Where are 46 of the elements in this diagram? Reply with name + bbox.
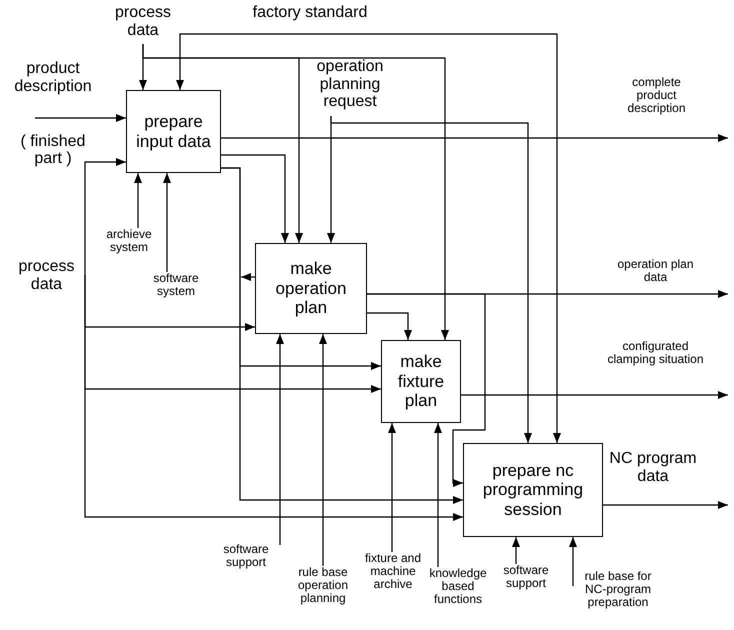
process-box [463,443,603,537]
arrow [134,173,142,228]
activity-label: prepare input data [135,112,212,152]
activity-label: make operation plan [274,259,348,318]
arrow [367,312,412,340]
flow-label: product description [13,60,93,96]
arrow [241,273,255,281]
flow-label: software support [495,564,557,594]
flow-label: process data [104,4,182,44]
arrow [434,423,442,567]
flow-label: NC program data [600,450,728,505]
arrow [221,154,289,243]
arrow [221,167,463,504]
arrow [569,537,577,586]
process-box [255,243,367,334]
flow-label: operation plan data [605,258,728,294]
arrow [84,158,126,275]
flow-label: software system [138,272,214,302]
arrow [319,334,327,566]
flow-label: operation planning request [300,58,400,116]
activity-label: prepare nc programming session [482,460,584,520]
arrow [367,293,486,487]
arrow [163,173,171,272]
flow-label: ( finished part ) [20,132,86,168]
activity-label: make fixture plan [396,352,446,411]
flow-label: factory standard [235,4,385,34]
flow-label: rule base for NC-program preparation [578,570,658,628]
flow-label: configurated clamping situation [605,340,728,395]
arrow [35,114,126,122]
flow-label: process data [8,258,85,294]
arrow [142,44,449,340]
process-box [381,340,461,423]
arrow [276,334,284,545]
arrow [512,537,520,564]
arrow [84,275,463,521]
arrow [603,501,728,509]
process-box [126,90,221,173]
arrow [176,33,240,90]
arrow [240,33,561,443]
flow-label: archieve system [98,228,160,258]
arrow [461,391,728,399]
arrow [330,116,532,443]
flow-label: complete product description [605,76,728,138]
arrow [221,134,728,142]
flow-label: software support [216,543,276,573]
arrow [388,423,396,552]
